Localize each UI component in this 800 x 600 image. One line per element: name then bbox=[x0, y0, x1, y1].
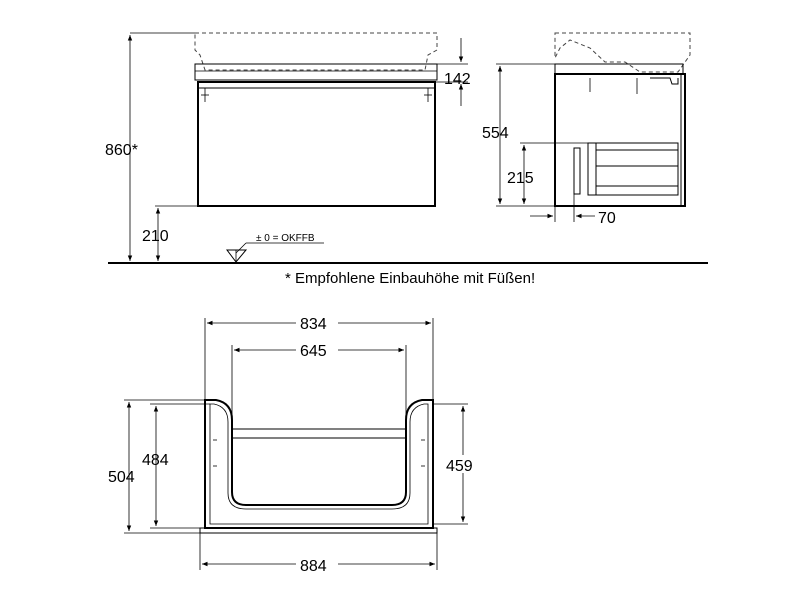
front-cabinet bbox=[197, 81, 436, 207]
top-inner-outline bbox=[209, 403, 429, 525]
dim-645-bg bbox=[296, 340, 338, 358]
dim-depth-right: 459 bbox=[446, 458, 473, 475]
dim-width-total: 884 bbox=[300, 558, 327, 575]
dim-834-bg bbox=[296, 313, 338, 331]
dim-height-gap: 142 bbox=[444, 71, 471, 88]
side-view: 554 215 70 bbox=[482, 32, 691, 227]
top-plate bbox=[194, 63, 438, 81]
floor-ref-leader bbox=[235, 242, 247, 254]
top-cabinet-outline bbox=[204, 399, 434, 529]
footnote-text: * Empfohlene Einbauhöhe mit Füßen! bbox=[285, 270, 535, 287]
dim-884-bg bbox=[296, 555, 338, 573]
dim-depth-outer: 504 bbox=[108, 469, 135, 486]
floor-reference-label: ± 0 = OKFFB bbox=[256, 233, 315, 244]
siphon-pipe bbox=[650, 77, 679, 85]
dim-459-bg bbox=[445, 455, 481, 473]
side-cabinet bbox=[554, 73, 686, 207]
dim-height-total: 860* bbox=[105, 142, 138, 159]
side-washbasin-outline bbox=[554, 32, 691, 73]
dim-width-outer: 834 bbox=[300, 316, 327, 333]
dim-cabinet-height: 554 bbox=[482, 125, 509, 142]
drawer-handle bbox=[573, 147, 581, 195]
dim-depth-offset: 70 bbox=[598, 210, 616, 227]
drawer-body bbox=[587, 142, 679, 196]
top-base-plate bbox=[199, 527, 438, 534]
dim-depth-inner: 484 bbox=[142, 452, 169, 469]
floor-ref-triangle bbox=[226, 249, 248, 263]
washbasin-outline bbox=[194, 32, 438, 71]
dim-height-feet: 210 bbox=[142, 228, 169, 245]
dim-width-inner: 645 bbox=[300, 343, 327, 360]
top-view: 834 645 884 504 484 459 bbox=[108, 313, 481, 575]
dim-drawer-height: 215 bbox=[507, 170, 534, 187]
front-view: 860* 210 142 ± 0 = OKFFB bbox=[105, 32, 708, 264]
